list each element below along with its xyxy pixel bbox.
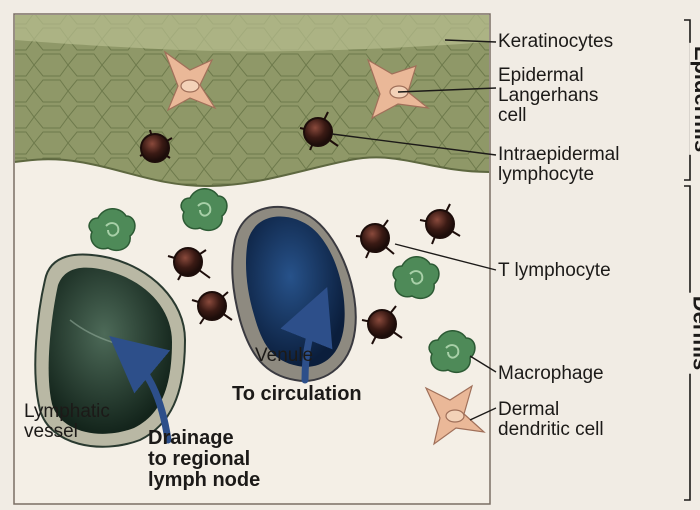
label-macrophage: Macrophage	[498, 364, 604, 384]
label-to-circulation: To circulation	[232, 384, 362, 405]
label-dermal-dendritic-cell: Dermal dendritic cell	[498, 400, 604, 440]
label-venule: Venule	[255, 346, 313, 366]
side-label-epidermis: Epidermis	[689, 43, 700, 155]
label-drainage: Drainage to regional lymph node	[148, 428, 260, 491]
label-epidermal-langerhans-cell: Epidermal Langerhans cell	[498, 66, 598, 126]
side-label-dermis: Dermis	[687, 293, 700, 374]
label-t-lymphocyte: T lymphocyte	[498, 261, 611, 281]
label-intraepidermal-lymphocyte: Intraepidermal lymphocyte	[498, 145, 619, 185]
label-keratinocytes: Keratinocytes	[498, 32, 613, 52]
label-lymphatic-vessel: Lymphatic vessel	[24, 402, 110, 442]
